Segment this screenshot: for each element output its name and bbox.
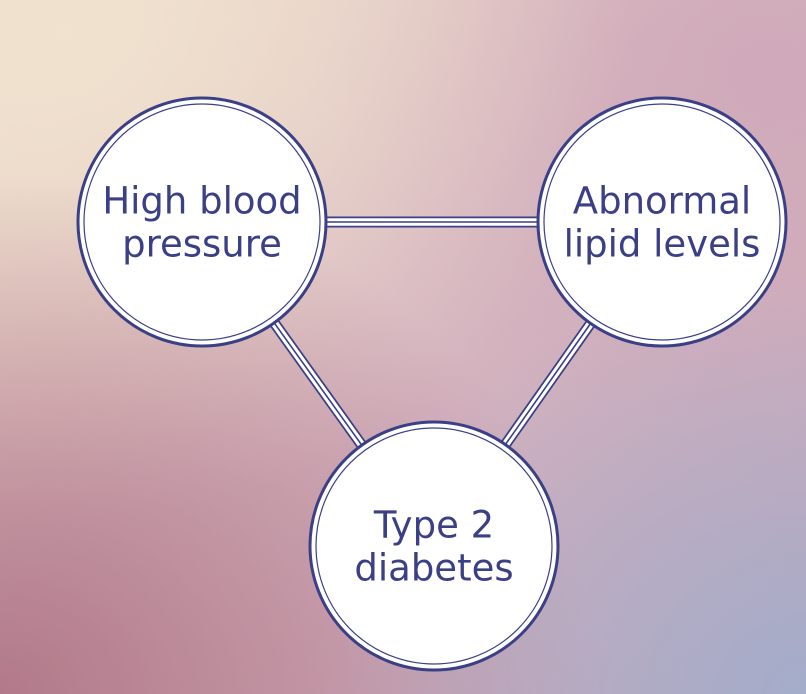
connector-abnormal-lipid-levels-to-type-2-diabetes bbox=[497, 315, 599, 453]
node-circle-inner bbox=[543, 103, 781, 341]
node-circle-inner bbox=[83, 103, 321, 341]
node-label-line: Abnormal bbox=[573, 180, 751, 223]
node-circle-outer bbox=[76, 96, 328, 348]
node-label-line: diabetes bbox=[354, 547, 513, 590]
node-circle-inner bbox=[315, 427, 553, 665]
node-circle-outer bbox=[308, 420, 560, 672]
node-label-line: lipid levels bbox=[564, 223, 761, 266]
connector-lines bbox=[266, 216, 599, 454]
node-label-line: pressure bbox=[122, 223, 282, 266]
node-circle-outer bbox=[536, 96, 788, 348]
node-label-line: Type 2 bbox=[373, 504, 494, 547]
node-label-line: High blood bbox=[102, 180, 301, 223]
connector-high-blood-pressure-to-type-2-diabetes bbox=[266, 314, 370, 454]
